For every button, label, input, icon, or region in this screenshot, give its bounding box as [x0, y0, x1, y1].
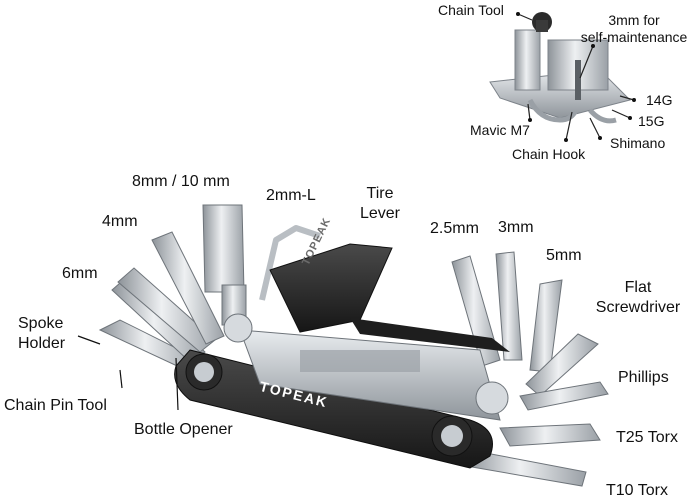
chain-tool-inset: [489, 12, 636, 142]
label-flat-line2: Screwdriver: [595, 299, 681, 316]
label-spoke-line2: Holder: [18, 335, 66, 352]
label-shimano: Shimano: [610, 135, 666, 151]
label-self-maintenance: 3mm for self-maintenance: [568, 12, 700, 46]
label-2mm-l: 2mm-L: [266, 187, 316, 204]
leader-lines: [77, 335, 179, 411]
label-6mm: 6mm: [62, 265, 98, 282]
label-self-maintenance-line1: 3mm for: [608, 12, 660, 28]
tool-body: [174, 313, 510, 469]
label-4mm: 4mm: [102, 213, 138, 230]
label-t25-torx: T25 Torx: [616, 429, 678, 446]
right-tool-fan: [451, 251, 609, 487]
label-2-5mm: 2.5mm: [430, 220, 479, 237]
label-phillips: Phillips: [618, 369, 669, 386]
label-bottle-opener: Bottle Opener: [134, 421, 233, 438]
label-chain-tool: Chain Tool: [438, 2, 504, 18]
label-mavic-m7: Mavic M7: [470, 122, 530, 138]
label-chain-hook: Chain Hook: [512, 146, 586, 162]
label-3mm: 3mm: [498, 219, 534, 236]
multitool-main: [98, 204, 609, 487]
left-tool-fan: [98, 204, 393, 373]
label-tire-lever: Tire Lever: [350, 184, 410, 224]
label-spoke-line1: Spoke: [18, 315, 64, 332]
label-15g: 15G: [638, 113, 665, 129]
label-14g: 14G: [646, 92, 673, 108]
label-self-maintenance-line2: self-maintenance: [580, 29, 688, 45]
label-tire-lever-line1: Tire: [366, 185, 394, 202]
label-t10-torx: T10 Torx: [606, 482, 668, 499]
label-flat-line1: Flat: [624, 279, 652, 296]
label-8-10mm: 8mm / 10 mm: [132, 173, 230, 190]
label-chain-pin-tool: Chain Pin Tool: [4, 397, 107, 414]
label-spoke-holder: Spoke Holder: [18, 314, 65, 354]
label-tire-lever-line2: Lever: [359, 205, 401, 222]
label-flat-screwdriver: Flat Screwdriver: [582, 278, 694, 318]
label-5mm: 5mm: [546, 247, 582, 264]
